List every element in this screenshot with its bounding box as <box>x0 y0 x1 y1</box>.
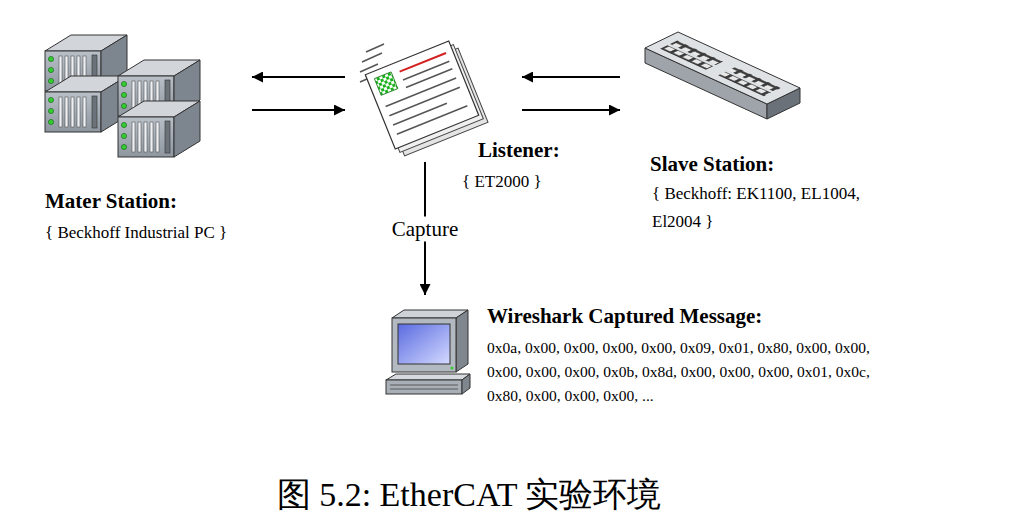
station-info: { Beckhoff Industrial PC } <box>45 222 227 243</box>
listener-icon <box>360 39 488 158</box>
flow-arrow <box>252 109 345 111</box>
checker-picture <box>374 72 397 95</box>
switch-icon <box>645 32 800 119</box>
figure-caption: 图 5.2: EtherCAT 实验环境 <box>0 472 938 518</box>
station-title: Slave Station: <box>650 151 774 177</box>
station-node: Slave Station:{ Beckhoff: EK1100, EL1004… <box>628 30 808 125</box>
server-unit <box>45 76 127 132</box>
station-info: { ET2000 } <box>462 171 542 192</box>
station-node: Mater Station:{ Beckhoff Industrial PC } <box>45 30 245 160</box>
paper-sheet <box>365 41 478 149</box>
station-title: Listener: <box>478 137 560 163</box>
station-node: Wireshark Captured Message:0x0a, 0x00, 0… <box>383 300 475 400</box>
station-title: Wireshark Captured Message: <box>487 303 762 329</box>
message-bytes: 0x0a, 0x00, 0x00, 0x00, 0x00, 0x09, 0x01… <box>487 336 892 408</box>
flow-arrow <box>252 76 345 78</box>
station-node: Listener:{ ET2000 } <box>352 38 517 160</box>
station-title: Mater Station: <box>45 188 177 214</box>
station-info: { Beckhoff: EK1100, EL1004, El2004 } <box>652 180 892 236</box>
server-unit <box>118 101 200 157</box>
flow-arrow <box>522 76 620 78</box>
computer-icon <box>386 310 470 394</box>
edge-label: Capture <box>388 216 462 241</box>
flow-arrow <box>522 109 620 111</box>
server-icon <box>45 35 200 157</box>
